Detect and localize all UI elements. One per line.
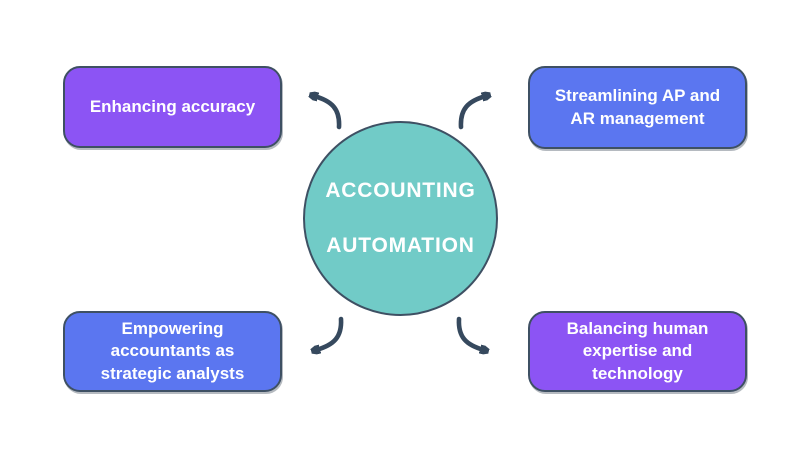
arrow-bottom-right [456, 316, 484, 350]
node-label: Balancing human expertise and technology [566, 318, 709, 383]
arrow-top-right [458, 96, 486, 130]
arrow-bottom-left [316, 316, 344, 350]
node-balancing-human-expertise: Balancing human expertise and technology [528, 311, 747, 392]
node-enhancing-accuracy: Enhancing accuracy [63, 66, 282, 148]
node-label: Streamlining AP and AR management [554, 86, 721, 128]
node-label: Enhancing accuracy [89, 96, 256, 116]
center-title-line1: ACCOUNTING [325, 179, 476, 202]
center-circle: ACCOUNTING AUTOMATION [303, 121, 498, 316]
node-empowering-accountants: Empowering accountants as strategic anal… [63, 311, 282, 392]
node-label: Empowering accountants as strategic anal… [100, 318, 245, 383]
node-streamlining-ap-ar: Streamlining AP and AR management [528, 66, 747, 149]
center-title-line2: AUTOMATION [326, 234, 475, 257]
arrow-top-left [314, 96, 342, 130]
